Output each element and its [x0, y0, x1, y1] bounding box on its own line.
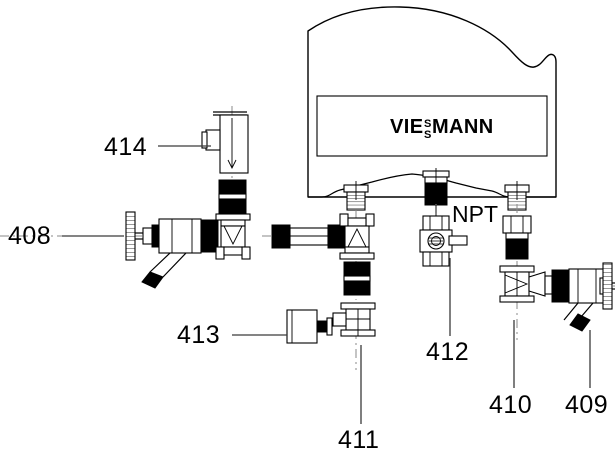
boiler-port-center	[422, 168, 450, 206]
part-408-drain-valve	[125, 211, 219, 289]
riser-fitting-right	[502, 215, 532, 260]
part-412-ball-valve	[419, 205, 468, 267]
tee-fitting-center-run	[339, 213, 375, 260]
union-fitting-lower	[343, 261, 371, 296]
callout-label-409: 409	[565, 391, 608, 419]
callout-leader-lines	[62, 145, 591, 424]
callout-label-410: 410	[489, 391, 532, 419]
tee-fitting-left-run	[215, 213, 251, 260]
union-fitting-upper	[218, 179, 247, 214]
boiler-port-left	[343, 181, 369, 211]
pipe-nipple-horizontal	[271, 224, 347, 249]
callout-label-408: 408	[8, 222, 51, 250]
callout-label-412: 412	[426, 338, 469, 366]
part-409-drain-valve	[551, 262, 615, 332]
callout-label-414: 414	[104, 133, 147, 161]
callout-label-413: 413	[177, 321, 220, 349]
part-410-tee-fitting	[499, 265, 553, 303]
boiler-body: VIE S S MANN	[307, 6, 557, 198]
logo-suffix: MANN	[432, 116, 494, 138]
part-414-air-vent	[201, 111, 249, 174]
npt-annotation-label: NPT	[452, 201, 498, 227]
callout-label-411: 411	[338, 426, 379, 454]
viessmann-logo: VIE S S MANN	[390, 116, 494, 141]
logo-stacked-bottom: S	[424, 129, 431, 141]
callout-labels: 408 409 410 411 412 413 414	[8, 133, 608, 454]
part-411-tee-fitting	[332, 302, 376, 337]
boiler-logo-panel	[316, 95, 548, 157]
logo-prefix: VIE	[390, 116, 423, 138]
logo-stacked-top: S	[424, 118, 431, 130]
part-413-pressure-gauge	[286, 309, 333, 344]
